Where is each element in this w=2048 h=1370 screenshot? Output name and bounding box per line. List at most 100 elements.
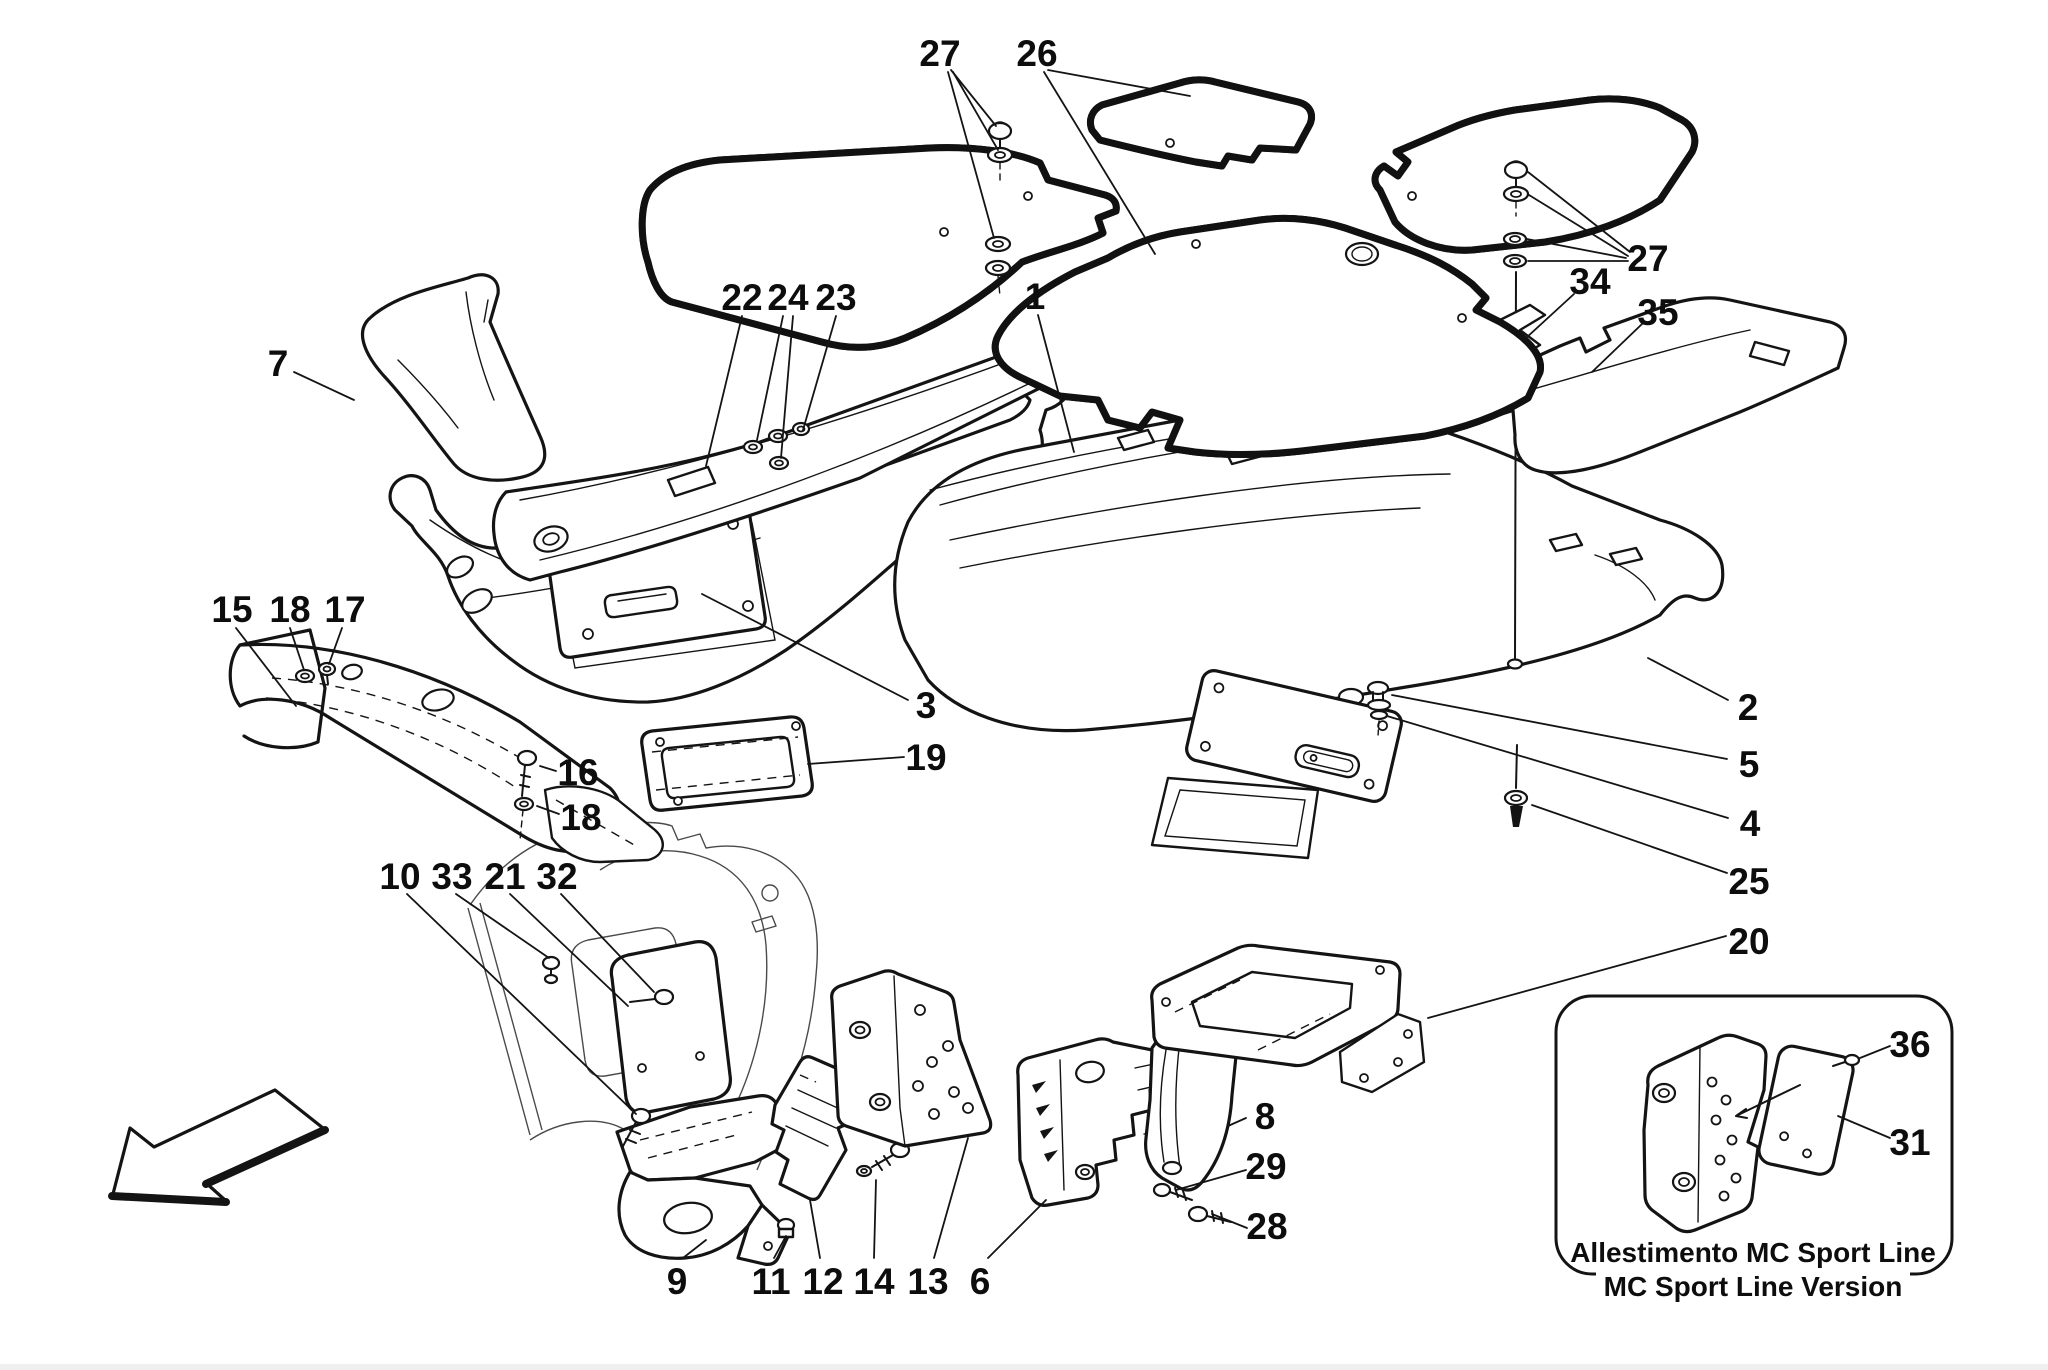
callout-8: 8 [1255,1096,1276,1137]
leader-line-2 [1647,657,1729,701]
callout-25: 25 [1728,861,1769,902]
part-32-panel [609,939,733,1115]
leader-line-33 [455,893,550,959]
part-35-insulation-panel [1510,296,1848,475]
leader-line-14 [873,1179,877,1259]
callout-6: 6 [970,1261,991,1302]
leader-line-3 [701,593,909,701]
callout-1: 1 [1025,276,1046,317]
leader-line-16 [539,765,557,772]
leader-line-13 [933,1137,969,1259]
leader-line-24 [756,315,784,441]
leader-line-34 [1525,293,1575,339]
callout-4: 4 [1740,803,1761,844]
leader-line-26 [1043,71,1156,255]
bolt-10 [621,1107,652,1149]
leader-line-27 [1528,194,1629,257]
part-6-bracket [1016,1037,1174,1207]
clip-11 [776,1217,796,1239]
direction-arrow [108,1088,329,1206]
callout-34: 34 [1569,261,1611,302]
leader-line-11 [773,1235,787,1259]
part-13-bracket [830,969,993,1148]
part-15-heat-shield [228,628,664,864]
leader-lines [235,69,1891,1259]
carpet2-access-plate [1185,669,1403,803]
leader-line-29 [1175,1169,1247,1191]
leader-line-6 [987,1199,1047,1259]
leader-line-25 [1531,804,1728,874]
leader-line-10 [406,893,637,1115]
leader-line-31 [1837,1115,1891,1139]
leader-line-23 [802,315,837,431]
leader-line-28 [1211,1213,1248,1229]
callout-24: 24 [767,277,809,318]
callout-16: 16 [557,752,598,793]
callout-11: 11 [751,1261,790,1302]
callout-21: 21 [484,856,525,897]
leader-line-27 [1526,238,1627,259]
page-edge-strip [0,1364,2048,1370]
mat-fasteners-left [984,121,1014,297]
callout-7: 7 [268,343,289,384]
leader-line-22 [705,315,743,467]
mat-fasteners-right [1502,160,1530,269]
leader-line-35 [1591,323,1643,373]
leader-line-1 [1037,314,1075,453]
callout-18: 18 [269,589,310,630]
clip-33 [541,955,561,985]
part-7-cowl-trim [360,273,547,482]
callout-23: 23 [815,277,856,318]
leader-line-32 [560,893,655,993]
leader-line-21 [509,893,629,1007]
callout-35: 35 [1637,292,1678,333]
leader-line-27 [952,71,999,151]
callout-12: 12 [802,1261,843,1302]
mc-sport-line-box: Allestimento MC Sport Line MC Sport Line… [1554,994,1954,1306]
callout-27: 27 [919,33,960,74]
leader-line-20 [1427,935,1727,1019]
box-caption-line1: Allestimento MC Sport Line [1570,1237,1936,1268]
callout-32: 32 [536,856,577,897]
callout-33: 33 [431,856,472,897]
leader-line-18 [536,805,560,815]
box-caption-line2: MC Sport Line Version [1604,1271,1903,1302]
screw-14 [855,1141,911,1178]
leader-line-8 [1227,1117,1247,1127]
leader-line-7 [293,371,355,401]
leader-line-36 [1859,1045,1891,1059]
screw-36 [1832,1053,1861,1067]
leader-line-24 [780,315,794,459]
callout-29: 29 [1245,1146,1286,1187]
callout-22: 22 [721,277,762,318]
callout-14: 14 [853,1261,895,1302]
part-19-frame [640,715,814,812]
callout-36: 36 [1889,1024,1930,1065]
leader-line-26 [1047,69,1191,97]
screw-29 [1152,1182,1193,1201]
screw-28 [1187,1205,1232,1224]
callout-26: 26 [1016,33,1057,74]
clip-5-and-pin-4 [1366,680,1392,737]
floor-mats [642,80,1695,455]
callout-28: 28 [1246,1206,1287,1247]
leader-line-9 [682,1239,707,1259]
leader-line-27 [950,69,997,127]
leader-line-27 [1527,171,1631,253]
callout-10: 10 [379,856,420,897]
callout-31: 31 [1889,1122,1930,1163]
leader-line-5 [1391,694,1728,760]
callout-17: 17 [324,589,365,630]
callout-13: 13 [907,1261,948,1302]
part-20-tray [1150,943,1426,1094]
part-8-trim [1144,1029,1238,1224]
leader-line-18 [289,627,305,671]
part-31-bracket-figure [1642,1033,1861,1234]
callout-19: 19 [905,737,946,778]
callout-2: 2 [1738,687,1759,728]
leader-line-15 [235,627,297,707]
leader-line-4 [1386,715,1729,819]
leader-line-19 [807,756,905,765]
leader-line-17 [328,627,343,665]
